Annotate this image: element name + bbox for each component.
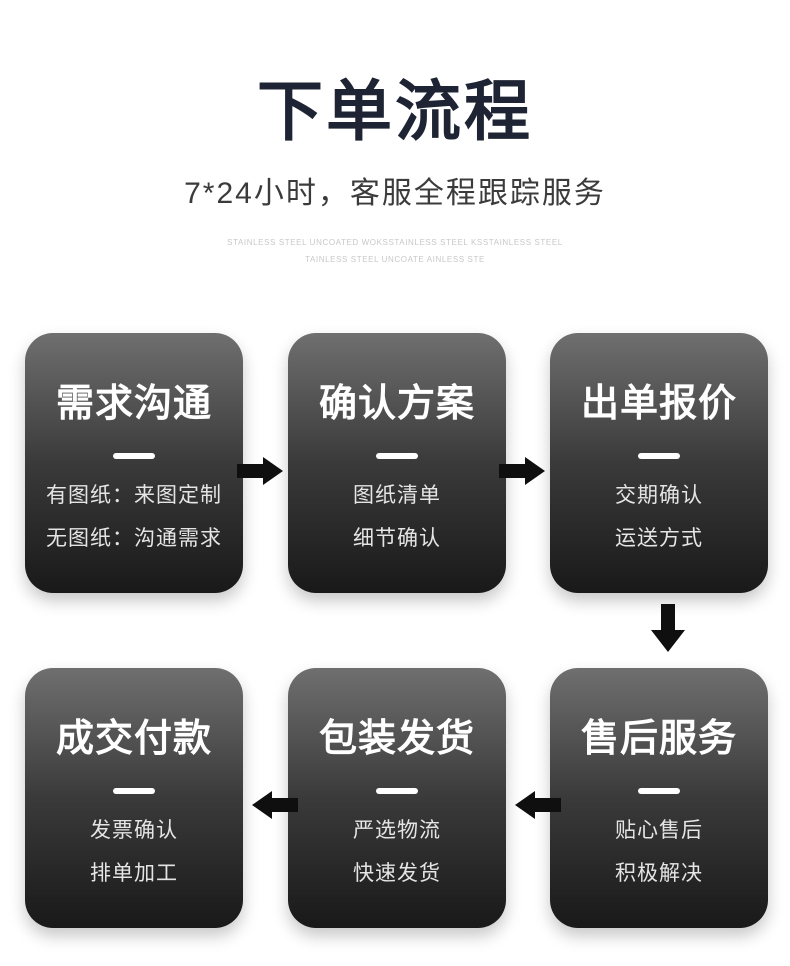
step-details: 贴心售后 积极解决 [615, 820, 703, 884]
divider-dash [113, 452, 155, 459]
step-title: 包装发货 [318, 718, 475, 760]
step-title: 需求沟通 [55, 383, 212, 425]
step-title: 确认方案 [318, 383, 475, 425]
step-details: 图纸清单 细节确认 [353, 485, 441, 549]
step-card-quote: 出单报价 交期确认 运送方式 [550, 333, 768, 593]
step-card-confirm-plan: 确认方案 图纸清单 细节确认 [288, 333, 506, 593]
step-detail-line: 快速发货 [353, 861, 441, 885]
step-detail-line: 严选物流 [353, 818, 441, 842]
divider-dash [113, 787, 155, 794]
step-detail-line: 图纸清单 [353, 483, 441, 507]
step-details: 严选物流 快速发货 [353, 820, 441, 884]
watermark-line-1: STAINLESS STEEL UNCOATED WOKSSTAINLESS S… [227, 238, 563, 247]
divider-dash [376, 452, 418, 459]
watermark-line-2: TAINLESS STEEL UNCOATE AINLESS STE [305, 255, 485, 264]
divider-dash [376, 787, 418, 794]
step-details: 交期确认 运送方式 [615, 485, 703, 549]
step-detail-line: 无图纸：沟通需求 [46, 526, 222, 550]
step-detail-line: 贴心售后 [615, 818, 703, 842]
arrow-right-icon [499, 455, 547, 487]
step-detail-line: 运送方式 [615, 526, 703, 550]
step-title: 售后服务 [580, 718, 737, 760]
page-title: 下单流程 [257, 74, 533, 148]
arrow-left-icon [250, 789, 298, 821]
step-detail-line: 有图纸：来图定制 [46, 483, 222, 507]
step-card-aftersale: 售后服务 贴心售后 积极解决 [550, 668, 768, 928]
step-details: 发票确认 排单加工 [90, 820, 178, 884]
step-card-shipping: 包装发货 严选物流 快速发货 [288, 668, 506, 928]
step-detail-line: 发票确认 [90, 818, 178, 842]
arrow-right-icon [237, 455, 285, 487]
arrow-left-icon [513, 789, 561, 821]
step-detail-line: 细节确认 [353, 526, 441, 550]
step-title: 出单报价 [580, 383, 737, 425]
step-title: 成交付款 [55, 718, 212, 760]
page-subtitle: 7*24小时，客服全程跟踪服务 [184, 177, 606, 210]
step-card-requirement: 需求沟通 有图纸：来图定制 无图纸：沟通需求 [25, 333, 243, 593]
step-card-payment: 成交付款 发票确认 排单加工 [25, 668, 243, 928]
divider-dash [638, 787, 680, 794]
step-detail-line: 交期确认 [615, 483, 703, 507]
watermark-text: STAINLESS STEEL UNCOATED WOKSSTAINLESS S… [0, 234, 790, 268]
divider-dash [638, 452, 680, 459]
step-detail-line: 积极解决 [615, 861, 703, 885]
step-details: 有图纸：来图定制 无图纸：沟通需求 [46, 485, 222, 549]
step-detail-line: 排单加工 [90, 861, 178, 885]
arrow-down-icon [649, 604, 687, 654]
